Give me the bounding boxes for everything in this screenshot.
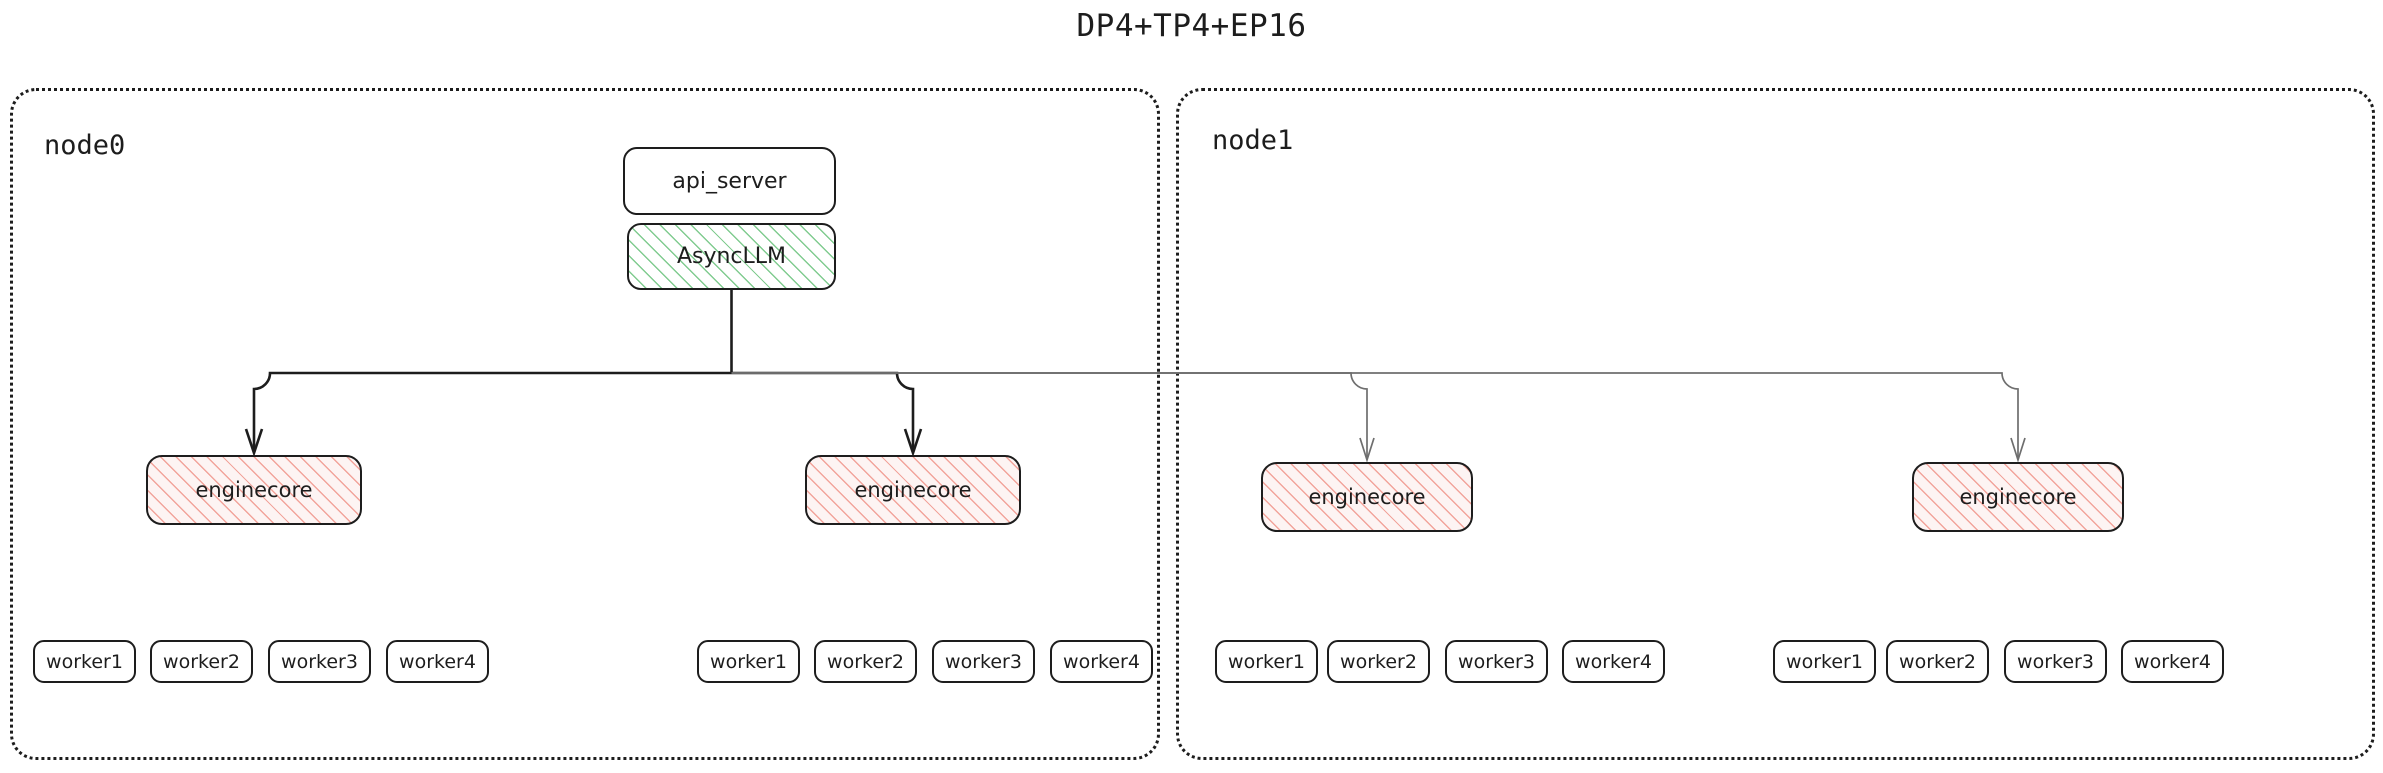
worker-node[interactable]: worker3 xyxy=(1445,640,1548,683)
enginecore-node[interactable]: enginecore xyxy=(146,455,362,525)
node1-label: node1 xyxy=(1212,125,1294,156)
worker-node[interactable]: worker2 xyxy=(1886,640,1989,683)
worker-node[interactable]: worker2 xyxy=(150,640,253,683)
worker-node[interactable]: worker1 xyxy=(33,640,136,683)
worker-node[interactable]: worker3 xyxy=(2004,640,2107,683)
worker-node[interactable]: worker4 xyxy=(2121,640,2224,683)
worker-node[interactable]: worker1 xyxy=(1215,640,1318,683)
worker-node[interactable]: worker3 xyxy=(268,640,371,683)
worker-node[interactable]: worker1 xyxy=(1773,640,1876,683)
worker-node[interactable]: worker2 xyxy=(814,640,917,683)
worker-node[interactable]: worker4 xyxy=(386,640,489,683)
enginecore-node[interactable]: enginecore xyxy=(805,455,1021,525)
enginecore-node[interactable]: enginecore xyxy=(1912,462,2124,532)
worker-node[interactable]: worker4 xyxy=(1562,640,1665,683)
worker-node[interactable]: worker1 xyxy=(697,640,800,683)
worker-node[interactable]: worker3 xyxy=(932,640,1035,683)
async-llm-node[interactable]: AsyncLLM xyxy=(627,223,836,290)
node0-label: node0 xyxy=(44,130,126,161)
page-title: DP4+TP4+EP16 xyxy=(1076,8,1307,44)
worker-node[interactable]: worker4 xyxy=(1050,640,1153,683)
enginecore-node[interactable]: enginecore xyxy=(1261,462,1473,532)
worker-node[interactable]: worker2 xyxy=(1327,640,1430,683)
api-server-node[interactable]: api_server xyxy=(623,147,836,215)
